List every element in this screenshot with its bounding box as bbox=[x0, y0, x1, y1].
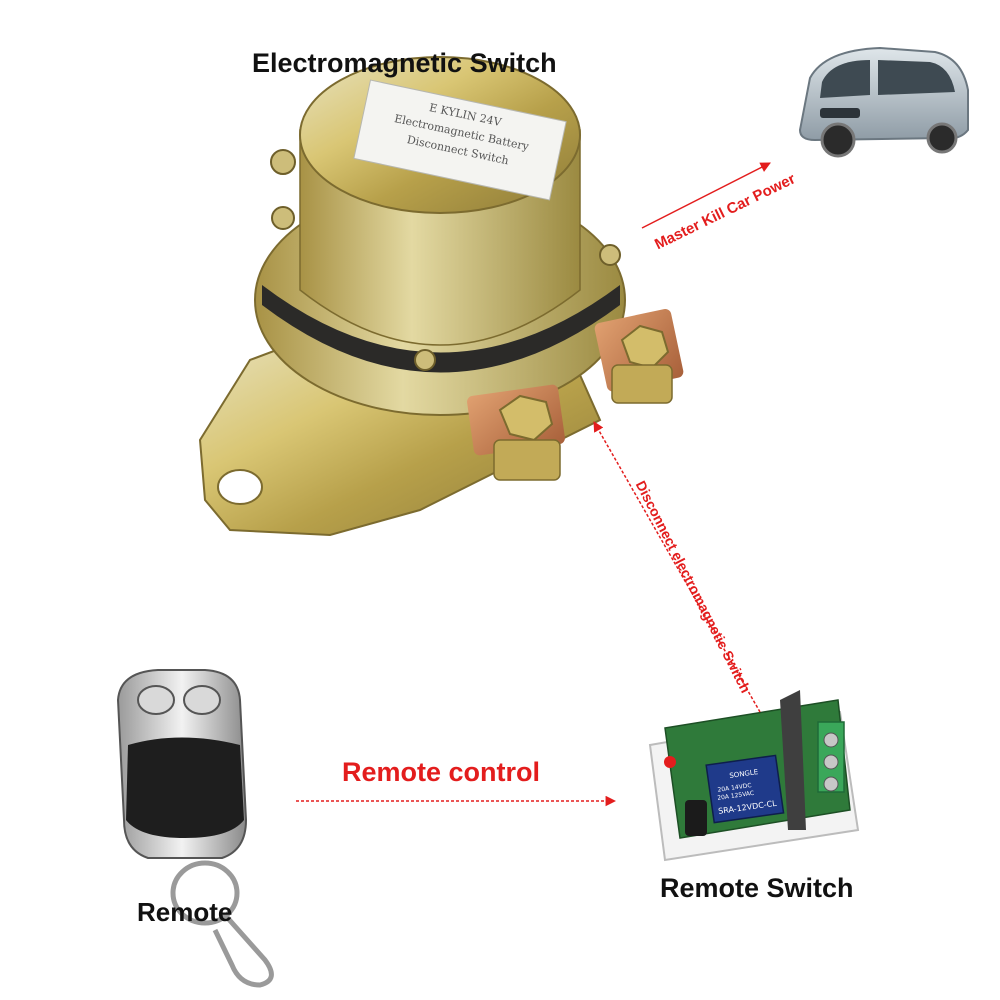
wheel-icon bbox=[926, 122, 958, 154]
arrow-disconnect bbox=[593, 421, 761, 713]
screw-icon bbox=[414, 349, 436, 371]
led-indicator bbox=[664, 756, 676, 768]
relay-rating-1: 20A 14VDC bbox=[717, 782, 752, 794]
electromagnetic-switch-title: Electromagnetic Switch bbox=[252, 48, 557, 78]
remote-control-label: Remote control bbox=[342, 757, 541, 787]
screw-icon bbox=[270, 149, 296, 175]
wheel-icon bbox=[820, 122, 856, 158]
remote-button-lock-icon bbox=[137, 685, 175, 715]
screw-icon bbox=[599, 244, 621, 266]
terminal-nut bbox=[620, 324, 670, 370]
terminal-nut bbox=[498, 394, 554, 442]
car-image bbox=[798, 46, 969, 158]
screw-icon bbox=[271, 206, 295, 230]
relay-brand: SONGLE bbox=[729, 768, 759, 780]
antenna-coil bbox=[780, 690, 806, 830]
lobster-clasp bbox=[212, 913, 274, 988]
arrow-master-kill bbox=[641, 162, 771, 229]
relay bbox=[705, 754, 785, 824]
key-ring bbox=[170, 860, 240, 926]
electromagnetic-switch-device: E KYLIN 24V Electromagnetic Battery Disc… bbox=[198, 56, 684, 537]
remote-fob-image bbox=[116, 669, 274, 988]
mount-hole bbox=[217, 469, 263, 505]
capacitor bbox=[685, 800, 707, 836]
remote-button-unlock-icon bbox=[183, 685, 221, 715]
remote-switch-board: SONGLE 20A 14VDC 20A 125VAC SRA-12VDC-CL bbox=[648, 690, 860, 862]
remote-title: Remote bbox=[137, 897, 233, 927]
remote-switch-title: Remote Switch bbox=[660, 873, 854, 903]
